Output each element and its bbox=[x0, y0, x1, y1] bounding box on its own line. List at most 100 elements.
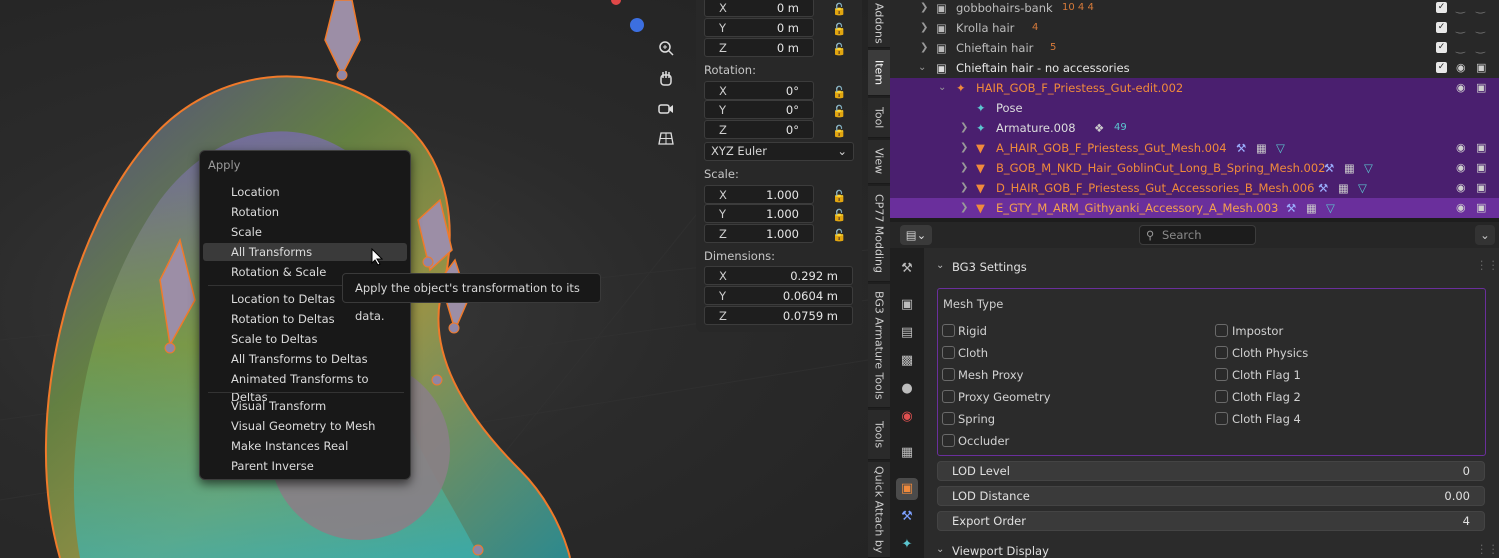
chevron-down-icon[interactable]: ⌄ bbox=[918, 62, 927, 73]
grid-icon[interactable] bbox=[654, 126, 678, 150]
particles-icon[interactable]: ✦ bbox=[901, 537, 913, 552]
tab-addons[interactable]: Addons bbox=[868, 0, 890, 48]
checkbox-icon[interactable]: ✓ bbox=[1436, 22, 1447, 33]
outliner-row[interactable]: ❯ ✦ Armature.008 ❖ 49 bbox=[890, 118, 1499, 138]
camera-icon[interactable]: ▣ bbox=[1476, 201, 1487, 214]
chevron-down-icon[interactable]: ⌄ bbox=[1475, 225, 1495, 245]
render-icon[interactable]: ▣ bbox=[900, 297, 914, 312]
rotation-mode-dropdown[interactable]: XYZ Euler⌄ bbox=[704, 142, 854, 161]
drag-handle-icon[interactable]: ⋮⋮ bbox=[1476, 258, 1499, 272]
chevron-right-icon[interactable]: ❯ bbox=[960, 162, 969, 173]
cloth-checkbox[interactable] bbox=[942, 346, 955, 359]
menu-item-location[interactable]: Location bbox=[231, 185, 280, 199]
chevron-right-icon[interactable]: ❯ bbox=[920, 22, 929, 33]
spring-checkbox[interactable] bbox=[942, 412, 955, 425]
lock-icon[interactable]: 🔓 bbox=[832, 42, 847, 56]
eye-icon[interactable]: ◉ bbox=[1456, 141, 1466, 154]
eye-icon[interactable]: ◉ bbox=[1456, 81, 1466, 94]
chevron-right-icon[interactable]: ❯ bbox=[960, 122, 969, 133]
lock-icon[interactable]: 🔓 bbox=[832, 228, 847, 242]
camera-icon[interactable]: ▣ bbox=[1476, 61, 1487, 74]
outliner-row[interactable]: ❯ ▼ D_HAIR_GOB_F_Priestess_Gut_Accessori… bbox=[890, 178, 1499, 198]
camera-icon[interactable]: ▣ bbox=[1476, 181, 1487, 194]
outliner-row[interactable]: ✦ Pose bbox=[890, 98, 1499, 118]
chevron-down-icon[interactable]: ⌄ bbox=[938, 82, 947, 93]
tab-tool[interactable]: Tool bbox=[868, 98, 890, 138]
tool-icon[interactable]: ⚒ bbox=[901, 261, 913, 276]
camera-icon[interactable]: ▣ bbox=[1476, 141, 1487, 154]
menu-item-make-instances-real[interactable]: Make Instances Real bbox=[231, 439, 349, 453]
mesh-proxy-checkbox[interactable] bbox=[942, 368, 955, 381]
impostor-checkbox[interactable] bbox=[1215, 324, 1228, 337]
chevron-right-icon[interactable]: ❯ bbox=[960, 182, 969, 193]
cloth-flag-2-checkbox[interactable] bbox=[1215, 390, 1228, 403]
chevron-right-icon[interactable]: ❯ bbox=[920, 42, 929, 53]
menu-item-all-transforms-to-deltas[interactable]: All Transforms to Deltas bbox=[231, 352, 368, 366]
drag-handle-icon[interactable]: ⋮⋮ bbox=[1476, 542, 1499, 556]
tab-tools[interactable]: Tools bbox=[868, 410, 890, 460]
eye-hidden-icon[interactable]: ‿ bbox=[1456, 1, 1465, 14]
lock-icon[interactable]: 🔓 bbox=[832, 124, 847, 138]
chevron-right-icon[interactable]: ❯ bbox=[920, 2, 929, 13]
lock-icon[interactable]: 🔓 bbox=[832, 104, 847, 118]
eye-hidden-icon[interactable]: ‿ bbox=[1456, 41, 1465, 54]
zoom-icon[interactable] bbox=[654, 36, 678, 60]
tab-quick-attach[interactable]: Quick Attach by bbox=[868, 462, 890, 558]
search-input[interactable]: Search bbox=[1139, 225, 1256, 245]
eye-icon[interactable]: ◉ bbox=[1456, 161, 1466, 174]
menu-item-scale[interactable]: Scale bbox=[231, 225, 262, 239]
occluder-checkbox[interactable] bbox=[942, 434, 955, 447]
lock-icon[interactable]: 🔓 bbox=[832, 85, 847, 99]
editor-type-dropdown[interactable]: ▤⌄ bbox=[900, 225, 932, 245]
camera-disabled-icon[interactable]: ‿ bbox=[1476, 1, 1485, 14]
tab-cp77-modding[interactable]: CP77 Modding bbox=[868, 186, 890, 282]
tab-bg3-armature-tools[interactable]: BG3 Armature Tools bbox=[868, 284, 890, 408]
menu-item-scale-to-deltas[interactable]: Scale to Deltas bbox=[231, 332, 318, 346]
eye-icon[interactable]: ◉ bbox=[1456, 201, 1466, 214]
outliner-row[interactable]: ❯ ▣ gobbohairs-bank 10 4 4 ✓‿‿ bbox=[890, 0, 1499, 18]
bg3-settings-header[interactable]: ⌄ BG3 Settings ⋮⋮ bbox=[936, 258, 1499, 274]
tab-item[interactable]: Item bbox=[868, 50, 890, 96]
checkbox-icon[interactable]: ✓ bbox=[1436, 62, 1447, 73]
world-icon[interactable]: ◉ bbox=[901, 409, 913, 424]
cloth-physics-checkbox[interactable] bbox=[1215, 346, 1228, 359]
lock-icon[interactable]: 🔓 bbox=[832, 208, 847, 222]
lock-icon[interactable]: 🔓 bbox=[832, 22, 847, 36]
menu-item-visual-geometry-to-mesh[interactable]: Visual Geometry to Mesh bbox=[231, 419, 376, 433]
cloth-flag-4-checkbox[interactable] bbox=[1215, 412, 1228, 425]
camera-icon[interactable]: ▣ bbox=[1476, 81, 1487, 94]
menu-item-rotation[interactable]: Rotation bbox=[231, 205, 280, 219]
camera-disabled-icon[interactable]: ‿ bbox=[1476, 41, 1485, 54]
scene-icon[interactable]: ● bbox=[901, 381, 913, 396]
menu-item-location-to-deltas[interactable]: Location to Deltas bbox=[231, 292, 336, 306]
eye-hidden-icon[interactable]: ‿ bbox=[1456, 21, 1465, 34]
outliner-row[interactable]: ❯ ▼ B_GOB_M_NKD_Hair_GoblinCut_Long_B_Sp… bbox=[890, 158, 1499, 178]
hand-pan-icon[interactable] bbox=[654, 66, 678, 90]
outliner-row[interactable]: ❯ ▼ A_HAIR_GOB_F_Priestess_Gut_Mesh.004 … bbox=[890, 138, 1499, 158]
camera-disabled-icon[interactable]: ‿ bbox=[1476, 21, 1485, 34]
rigid-checkbox[interactable] bbox=[942, 324, 955, 337]
eye-icon[interactable]: ◉ bbox=[1456, 181, 1466, 194]
wrench-icon[interactable]: ⚒ bbox=[901, 509, 913, 524]
output-icon[interactable]: ▤ bbox=[900, 325, 914, 340]
outliner-row[interactable]: ❯ ▼ E_GTY_M_ARM_Githyanki_Accessory_A_Me… bbox=[890, 198, 1499, 218]
camera-icon[interactable] bbox=[654, 96, 678, 120]
menu-item-animated-transforms-to-deltas[interactable]: Animated Transforms to Deltas bbox=[231, 372, 369, 404]
menu-item-all-transforms[interactable]: All Transforms bbox=[203, 243, 407, 261]
chevron-right-icon[interactable]: ❯ bbox=[960, 202, 969, 213]
